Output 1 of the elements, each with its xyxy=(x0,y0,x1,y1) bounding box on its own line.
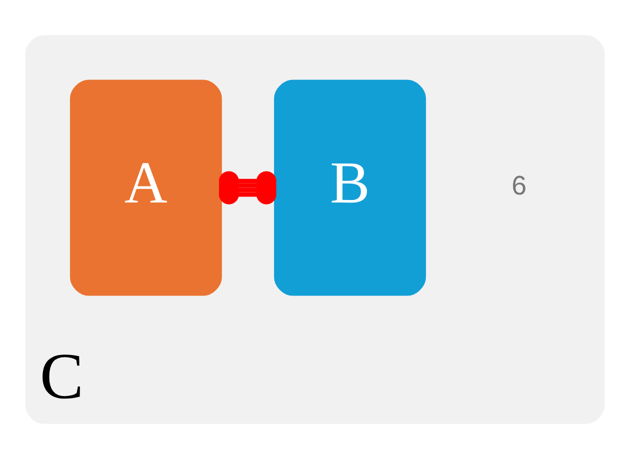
label: 6 xyxy=(512,170,527,200)
